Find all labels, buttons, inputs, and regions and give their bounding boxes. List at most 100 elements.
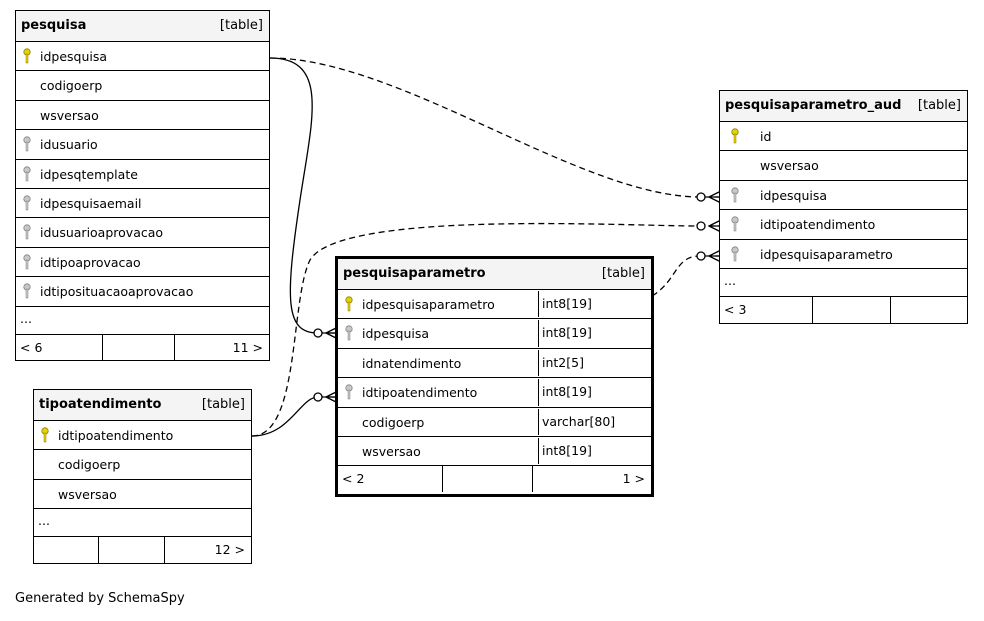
table-header: pesquisaparametro_aud [table] <box>720 91 967 122</box>
table-pesquisa[interactable]: pesquisa [table] idpesquisa codigoerp ws… <box>15 10 270 361</box>
table-footer: 12 > <box>34 537 251 564</box>
column-name: idtipoatendimento <box>760 217 876 233</box>
column-row[interactable]: idpesquisaparametro <box>720 240 967 269</box>
column-row[interactable]: idpesqtemplate <box>16 160 269 189</box>
foreign-key-icon <box>730 187 740 203</box>
column-name: idpesquisaparametro <box>760 246 893 262</box>
more-columns[interactable]: ... <box>34 509 251 538</box>
children-link[interactable]: 1 > <box>532 466 651 492</box>
primary-key-icon <box>344 296 354 312</box>
table-name: pesquisaparametro <box>343 266 486 281</box>
foreign-key-icon <box>22 195 32 211</box>
column-row[interactable]: wsversao <box>720 151 967 181</box>
crowfoot-aud-idtipoatendimento <box>696 219 722 233</box>
table-type: [table] <box>219 18 263 33</box>
parents-count: < 2 <box>342 471 365 487</box>
column-type: int2[5] <box>538 349 638 377</box>
foreign-key-icon <box>344 384 354 400</box>
column-row[interactable]: codigoerp <box>16 71 269 101</box>
foreign-key-icon <box>730 245 740 262</box>
foreign-key-icon <box>344 325 354 341</box>
column-name: idpesqtemplate <box>40 166 138 182</box>
table-tipoatendimento[interactable]: tipoatendimento [table] idtipoatendiment… <box>33 389 252 564</box>
column-row[interactable]: id <box>720 122 967 152</box>
table-footer: < 6 11 > <box>16 334 269 361</box>
rows-cell <box>98 537 165 564</box>
more-columns[interactable]: ... <box>16 307 269 335</box>
table-pesquisaparametro-aud[interactable]: pesquisaparametro_aud [table] id wsversa… <box>719 90 968 324</box>
parents-count: < 3 <box>724 301 747 317</box>
table-pesquisaparametro[interactable]: pesquisaparametro [table] idpesquisapara… <box>335 256 654 497</box>
foreign-key-icon <box>730 216 740 232</box>
table-footer: < 2 1 > <box>338 466 651 493</box>
more-label: ... <box>724 272 736 288</box>
relation-pesquisa-aud <box>269 57 720 198</box>
column-name: codigoerp <box>40 78 103 94</box>
column-row[interactable]: wsversao <box>16 101 269 131</box>
column-name: idnatendimento <box>362 355 462 371</box>
children-count: 1 > <box>622 471 645 487</box>
more-label: ... <box>20 310 32 326</box>
table-name: pesquisa <box>21 18 87 33</box>
foreign-key-icon <box>22 283 32 299</box>
children-link[interactable] <box>890 297 967 323</box>
column-name: codigoerp <box>362 414 425 430</box>
column-row[interactable]: idusuarioaprovacao <box>16 218 269 248</box>
table-footer: < 3 <box>720 296 967 323</box>
column-row[interactable]: idpesquisa <box>720 181 967 211</box>
column-name: id <box>760 129 772 144</box>
relation-pesquisa-pesquisaparametro <box>269 57 338 334</box>
column-row[interactable]: codigoerp <box>34 450 251 480</box>
column-name: wsversao <box>760 158 819 174</box>
column-row[interactable]: idpesquisaparametro int8[19] <box>338 290 651 320</box>
column-name: idtipoatendimento <box>362 385 478 401</box>
column-name: idpesquisa <box>760 187 828 203</box>
column-type: int8[19] <box>538 437 638 465</box>
column-name: idtipoatendimento <box>58 428 174 443</box>
parents-link[interactable] <box>34 537 99 564</box>
foreign-key-icon <box>22 165 32 182</box>
column-row[interactable]: idpesquisa <box>16 42 269 72</box>
column-row[interactable]: idpesquisa int8[19] <box>338 319 651 349</box>
column-name: idtiposituacaoaprovacao <box>40 284 194 300</box>
column-row[interactable]: idtipoaprovacao <box>16 248 269 278</box>
children-count: 11 > <box>232 339 263 355</box>
column-row[interactable]: idusuario <box>16 130 269 160</box>
rows-cell <box>442 466 533 493</box>
column-name: wsversao <box>58 486 117 502</box>
column-row[interactable]: idtipoatendimento <box>720 210 967 240</box>
column-row[interactable]: idtipoatendimento <box>34 421 251 451</box>
rows-cell <box>812 296 891 323</box>
crowfoot-aud-idpesquisaparametro <box>696 249 722 263</box>
column-row[interactable]: wsversao <box>34 480 251 510</box>
column-row[interactable]: idtiposituacaoaprovacao <box>16 277 269 307</box>
column-name: idusuarioaprovacao <box>40 225 164 241</box>
parents-link[interactable]: < 3 <box>720 296 813 323</box>
column-row[interactable]: idnatendimento int2[5] <box>338 349 651 379</box>
primary-key-icon <box>22 48 32 64</box>
column-type: int8[19] <box>538 291 638 318</box>
children-link[interactable]: 11 > <box>174 335 269 361</box>
table-header: tipoatendimento [table] <box>34 390 251 421</box>
parents-link[interactable]: < 6 <box>16 334 103 361</box>
children-link[interactable]: 12 > <box>164 537 251 563</box>
parents-link[interactable]: < 2 <box>338 466 443 493</box>
parents-count: < 6 <box>20 339 43 355</box>
column-type: int8[19] <box>538 320 638 347</box>
rows-cell <box>102 334 175 361</box>
foreign-key-icon <box>22 224 32 240</box>
column-name: idpesquisa <box>40 49 108 64</box>
table-header: pesquisaparametro [table] <box>338 259 651 290</box>
children-count: 12 > <box>214 542 245 558</box>
table-name: pesquisaparametro_aud <box>725 98 902 113</box>
relation-tipoatendimento-pesquisaparametro <box>251 396 338 437</box>
column-name: idpesquisaparametro <box>362 297 495 312</box>
more-columns[interactable]: ... <box>720 269 967 297</box>
column-name: idpesquisa <box>362 326 430 342</box>
foreign-key-icon <box>22 136 32 152</box>
column-row[interactable]: idpesquisaemail <box>16 189 269 219</box>
generator-credit: Generated by SchemaSpy <box>15 591 185 606</box>
